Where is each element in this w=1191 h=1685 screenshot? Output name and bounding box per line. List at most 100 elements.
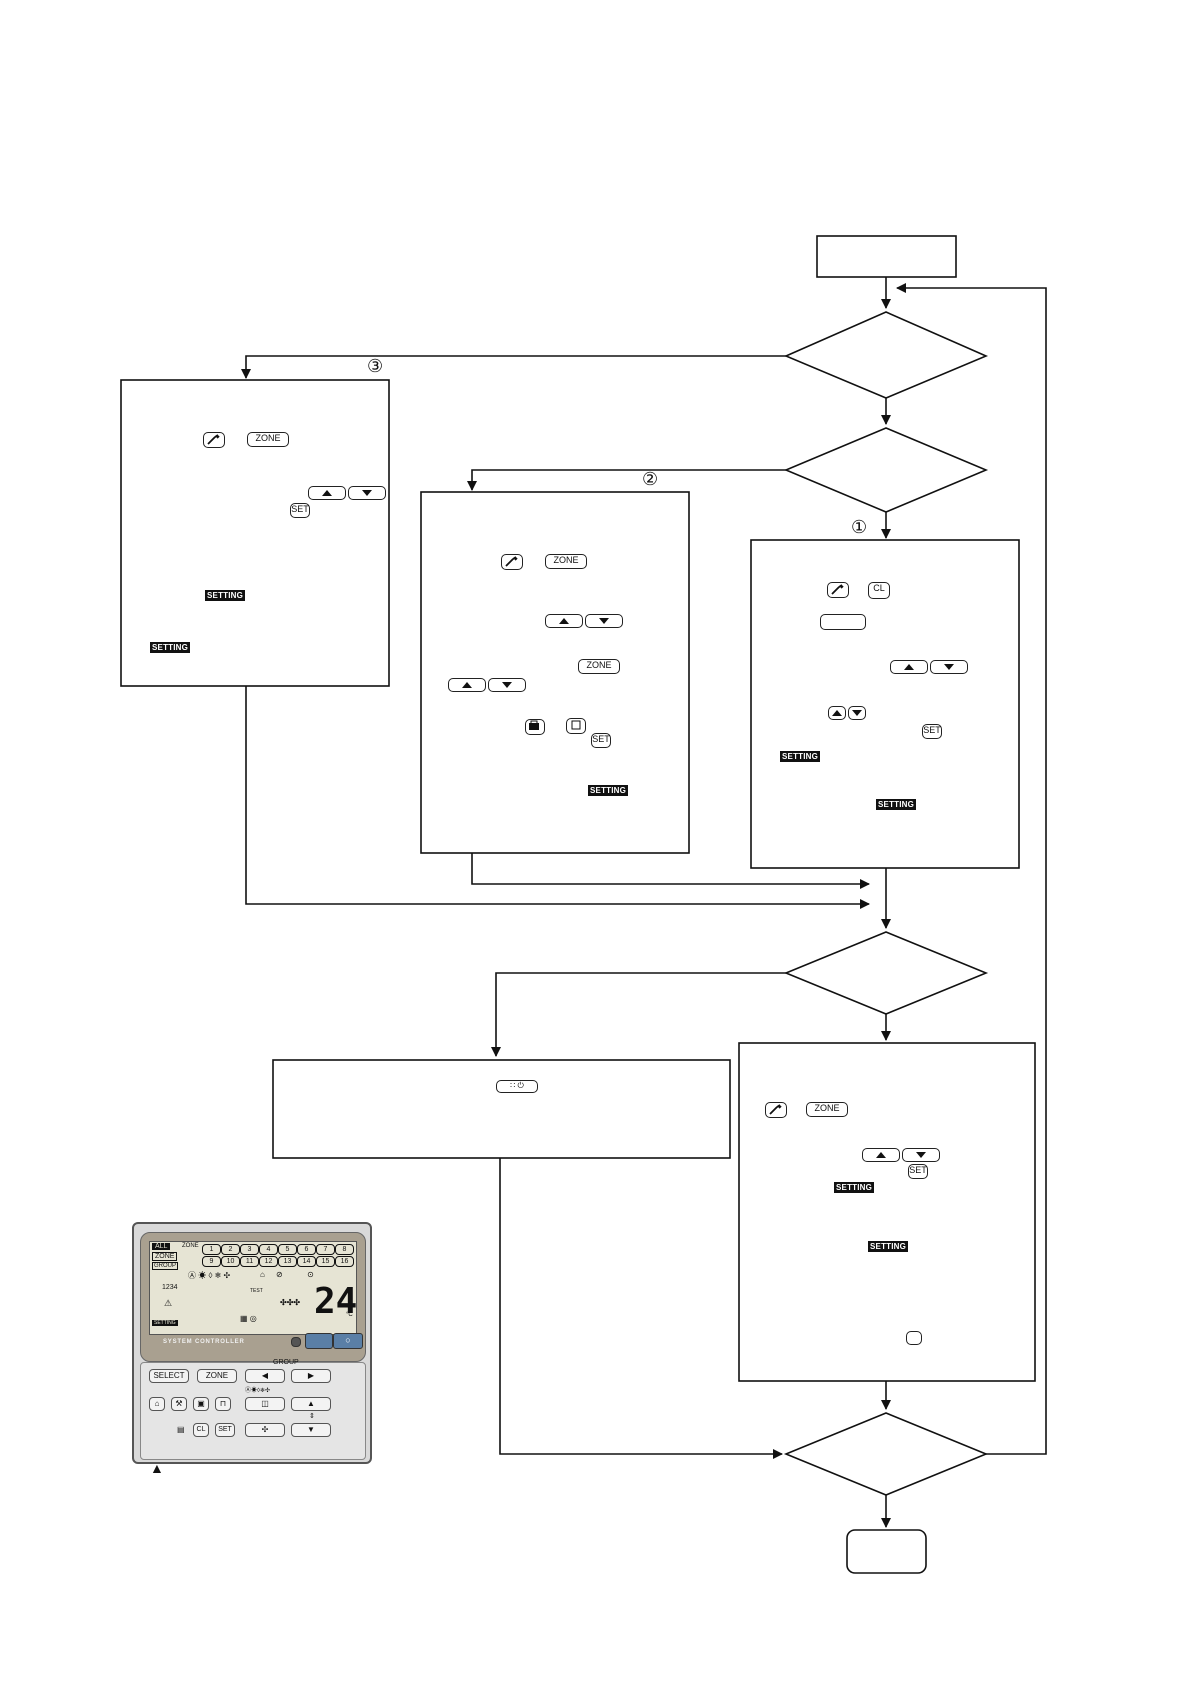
lcd-zone-cell: 16	[335, 1256, 354, 1267]
lcd-setting: SETTING	[152, 1320, 178, 1326]
lcd-zone-cell: 15	[316, 1256, 335, 1267]
cl-button: CL	[193, 1423, 209, 1437]
lcd-zone-cell: 13	[278, 1256, 297, 1267]
power-led	[291, 1337, 301, 1347]
lcd-group: GROUP	[152, 1262, 179, 1270]
down-arrow-icon	[848, 706, 866, 720]
grid-icon: ▤	[177, 1425, 185, 1434]
grid-icon: ▦ ◎	[240, 1314, 257, 1323]
decision-diamond-1	[783, 311, 989, 399]
lcd-zone-cell: 14	[297, 1256, 316, 1267]
lcd-zone-cell: 10	[221, 1256, 240, 1267]
process-box-4	[738, 1042, 1036, 1382]
setting-indicator: SETTING	[588, 785, 629, 796]
setting-indicator: SETTING	[780, 751, 821, 762]
decision-diamond-3	[783, 931, 989, 1015]
lcd-code: 1234	[162, 1284, 178, 1291]
down-arrow-icon	[488, 678, 526, 692]
mode-icons: Ⓐ ☀ ◊ ❄ ✣	[188, 1271, 231, 1280]
lcd-zone-cell: 11	[240, 1256, 259, 1267]
controller-brand: SYSTEM CONTROLLER	[163, 1339, 245, 1345]
process-box-3	[120, 379, 390, 687]
up-arrow-icon	[545, 614, 583, 628]
zone-button: ZONE	[578, 659, 620, 674]
blank-button	[820, 614, 866, 630]
setting-indicator: SETTING	[834, 1182, 875, 1193]
lcd-zone-cell: 7	[316, 1244, 335, 1255]
lcd-zone-label: ZONE	[182, 1243, 199, 1249]
lcd-zone: ZONE	[152, 1252, 178, 1261]
fan-speed-icons: ✣✣✣	[280, 1298, 301, 1307]
lcd-zone-cell: 4	[259, 1244, 278, 1255]
mode-button: ◫	[245, 1397, 285, 1411]
set-button: SET	[922, 724, 942, 739]
up-arrow-icon	[828, 706, 846, 720]
lcd-zone-cell: 6	[297, 1244, 316, 1255]
small-button	[906, 1331, 922, 1345]
setting-indicator: SETTING	[868, 1241, 909, 1252]
filter-icon: ⌂ ⊘ ⊙	[260, 1270, 314, 1279]
info-box	[272, 1059, 731, 1159]
temp-up-button: ▲	[291, 1397, 331, 1411]
wrench-icon	[827, 582, 849, 598]
temp-down-button: ▼	[291, 1423, 331, 1437]
up-arrow-icon	[862, 1148, 900, 1162]
lcd-zone-cell: 2	[221, 1244, 240, 1255]
wrench-icon	[765, 1102, 787, 1118]
group-right-button: ▶	[291, 1369, 331, 1383]
setting-indicator: SETTING	[150, 642, 191, 653]
set-button: SET	[908, 1164, 928, 1179]
step-number-1: ①	[851, 517, 868, 538]
caption-marker: ▲	[150, 1460, 164, 1476]
group-label: GROUP	[273, 1359, 299, 1366]
down-arrow-icon	[930, 660, 968, 674]
start-box	[816, 235, 957, 278]
lcd-test: TEST	[250, 1288, 263, 1294]
step-number-3: ③	[367, 356, 384, 377]
zone-button: ZONE	[545, 554, 587, 569]
end-box	[846, 1529, 927, 1574]
lcd-zone-cell: 9	[202, 1256, 221, 1267]
cl-button: CL	[868, 582, 890, 599]
up-arrow-icon	[448, 678, 486, 692]
zone-button: ZONE	[247, 432, 289, 447]
lcd-zone-cell: 8	[335, 1244, 354, 1255]
timer-icon: ▣	[193, 1397, 209, 1411]
lcd-zone-cell: 3	[240, 1244, 259, 1255]
set-button: SET	[591, 733, 611, 748]
fan-button: ✣	[245, 1423, 285, 1437]
wrench-icon	[203, 432, 225, 448]
setting-indicator: SETTING	[876, 799, 917, 810]
lcd-zone-cell: 12	[259, 1256, 278, 1267]
temp-icon: ⇕	[309, 1413, 315, 1420]
setting-indicator: SETTING	[205, 590, 246, 601]
lcd-all: ALL	[152, 1243, 171, 1250]
start-stop-button	[305, 1333, 333, 1349]
on-off-icon: ∷ ⏻	[496, 1080, 538, 1093]
lcd-temperature: 24	[314, 1281, 358, 1322]
timer-icon	[525, 719, 545, 735]
down-arrow-icon	[585, 614, 623, 628]
on-off-icon: ○	[333, 1333, 363, 1349]
group-left-button: ◀	[245, 1369, 285, 1383]
button-panel: SELECT ZONE GROUP ◀ ▶ Ⓐ☀◊❄✣ ⌂ ⚒ ▣ ⊓ ◫ ▲ …	[140, 1359, 366, 1460]
warning-icon: ⚠	[164, 1298, 173, 1308]
up-arrow-icon	[308, 486, 346, 500]
select-button: SELECT	[149, 1369, 189, 1383]
down-arrow-icon	[348, 486, 386, 500]
zone-button: ZONE	[806, 1102, 848, 1117]
up-arrow-icon	[890, 660, 928, 674]
zone-button: ZONE	[197, 1369, 237, 1383]
mode-icons: Ⓐ☀◊❄✣	[245, 1388, 271, 1394]
lcd-zone-cell: 5	[278, 1244, 297, 1255]
wrench-icon	[501, 554, 523, 570]
program-icon: ⊓	[215, 1397, 231, 1411]
down-arrow-icon	[902, 1148, 940, 1162]
lcd-zone-cell: 1	[202, 1244, 221, 1255]
lcd-unit: °C	[346, 1312, 353, 1318]
process-box-2	[420, 491, 690, 854]
